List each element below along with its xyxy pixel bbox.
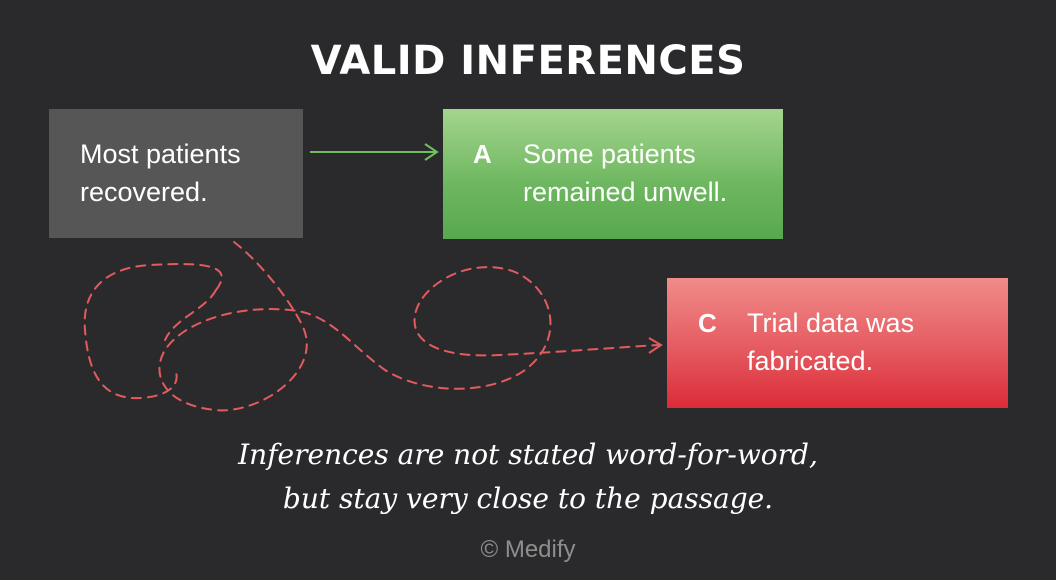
option-c-box: C Trial data was fabricated.	[667, 278, 1008, 408]
option-a-box: A Some patients remained unwell.	[443, 109, 783, 239]
option-a-text: Some patients remained unwell.	[523, 139, 728, 207]
page-title: VALID INFERENCES	[310, 38, 746, 84]
premise-box: Most patients recovered.	[49, 109, 303, 238]
caption-line-1: Inferences are not stated word-for-word,	[238, 438, 818, 471]
option-a-letter: A	[473, 139, 492, 169]
valid-inference-arrow	[310, 143, 439, 161]
caption: Inferences are not stated word-for-word,…	[0, 433, 1056, 521]
caption-line-2: but stay very close to the passage.	[282, 482, 774, 515]
option-c-letter: C	[698, 308, 717, 338]
copyright-credit: © Medify	[480, 536, 576, 563]
invalid-inference-path	[83, 241, 663, 412]
option-c-text: Trial data was fabricated.	[747, 308, 915, 376]
premise-text: Most patients recovered.	[80, 139, 241, 207]
